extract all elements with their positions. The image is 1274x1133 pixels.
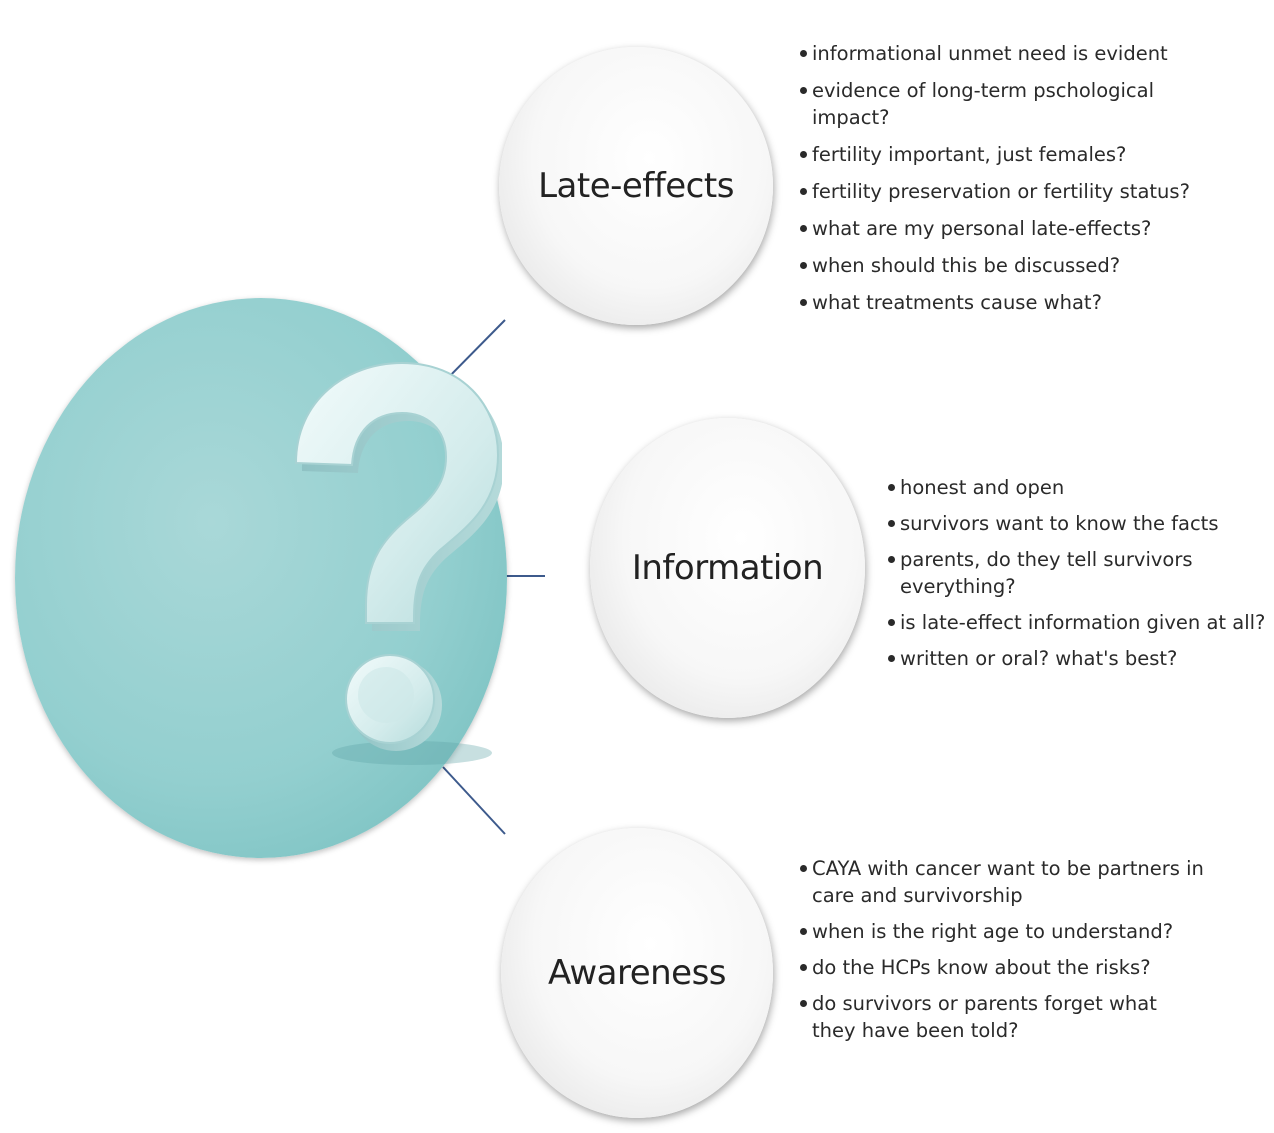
bullet-item: fertility preservation or fertility stat… (800, 178, 1220, 205)
information-bullet-list: honest and open survivors want to know t… (888, 474, 1274, 681)
bullet-item: honest and open (888, 474, 1274, 501)
node-information: Information (590, 418, 865, 718)
bullet-item: is late-effect information given at all? (888, 609, 1274, 636)
awareness-bullet-list: CAYA with cancer want to be partners in … (800, 855, 1220, 1053)
bullet-item: fertility important, just females? (800, 141, 1220, 168)
connector-awareness (442, 766, 506, 835)
bullet-item: survivors want to know the facts (888, 510, 1274, 537)
bullet-item: do the HCPs know about the risks? (800, 954, 1220, 981)
bullet-item: what treatments cause what? (800, 289, 1220, 316)
bullet-item: evidence of long-term pschological impac… (800, 77, 1192, 131)
bullet-item: informational unmet need is evident (800, 40, 1220, 67)
bullet-item: when should this be discussed? (800, 252, 1220, 279)
bullet-item: CAYA with cancer want to be partners in … (800, 855, 1207, 909)
node-title-late-effects: Late-effects (538, 166, 734, 206)
late-effects-bullet-list: informational unmet need is evident evid… (800, 40, 1220, 326)
bullet-item: when is the right age to understand? (800, 918, 1220, 945)
bullet-item: parents, do they tell survivors everythi… (888, 546, 1230, 600)
bullet-item: what are my personal late-effects? (800, 215, 1220, 242)
bullet-item: do survivors or parents forget what they… (800, 990, 1172, 1044)
question-mark-icon (294, 361, 502, 765)
node-late-effects: Late-effects (499, 47, 773, 325)
node-title-awareness: Awareness (547, 953, 727, 993)
node-title-information: Information (631, 548, 824, 588)
bullet-item: written or oral? what's best? (888, 645, 1274, 672)
node-awareness: Awareness (501, 828, 773, 1118)
